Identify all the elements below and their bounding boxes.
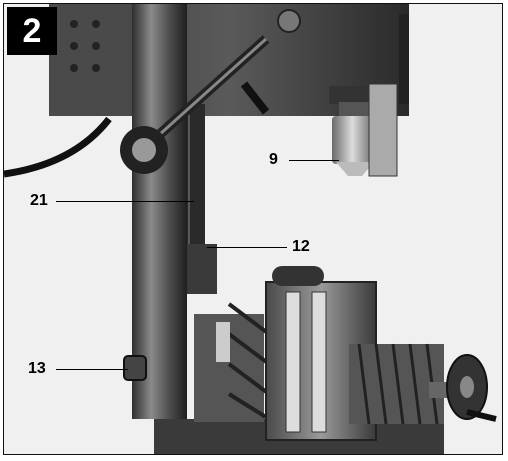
lever-arm-highlight [147, 37, 268, 146]
t-slot-left [285, 291, 301, 433]
motor-housing [49, 4, 129, 116]
callout-label-13: 13 [28, 360, 46, 377]
swivel-dial [194, 302, 271, 422]
chuck-tip [336, 162, 374, 176]
figure-number-badge: 2 [7, 7, 57, 55]
head-knob [277, 9, 301, 33]
depth-plate [368, 83, 398, 177]
t-slot-right [311, 291, 327, 433]
power-cable [4, 116, 112, 178]
head-edge [399, 14, 409, 104]
leader-line-12 [207, 247, 287, 248]
callout-label-9: 9 [269, 151, 278, 168]
leader-line-21 [56, 201, 194, 202]
leader-line-9 [289, 160, 339, 161]
handwheel-handle [466, 409, 497, 422]
figure-frame: 2 9 21 12 13 [3, 3, 503, 455]
machine-photo [4, 4, 502, 454]
drill-chuck [332, 116, 377, 164]
lock-handle [240, 81, 270, 115]
slide-bracket [187, 244, 217, 294]
callout-label-21: 21 [30, 192, 48, 209]
callout-label-12: 12 [292, 238, 310, 255]
vent-holes [70, 20, 100, 72]
leader-line-13 [56, 369, 128, 370]
table-end-cap [272, 266, 324, 286]
bellows [349, 343, 444, 425]
column [132, 4, 187, 419]
clamp-nut [123, 355, 147, 381]
lever-hub-center [132, 138, 156, 162]
handwheel-hub [460, 376, 474, 398]
